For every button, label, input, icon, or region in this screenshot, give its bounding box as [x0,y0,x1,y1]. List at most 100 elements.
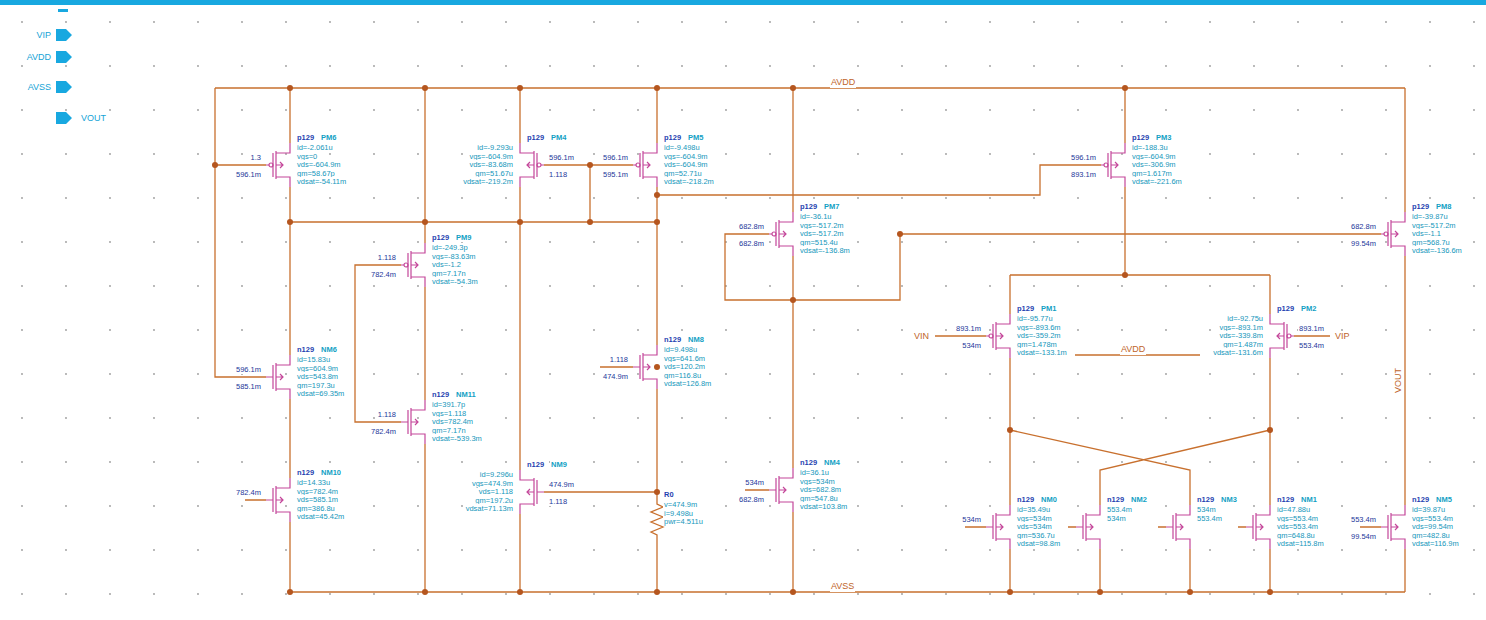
node-voltage: 596.1m [1070,153,1097,162]
nmos-symbol [401,400,425,444]
pmos-symbol [986,314,1010,358]
node-voltage: 1.118 [377,410,397,419]
node-voltage: 782.4m [370,427,397,436]
nmos-symbol [266,478,290,522]
node-voltage: 596.1m [548,153,575,162]
instance-name: NM3 [1220,495,1238,504]
net-label: AVDD [1120,344,1146,355]
net-label: AVDD [830,77,856,88]
pin-label: VOUT [80,113,107,124]
wire [215,88,1405,592]
model-name: p129 [663,133,682,142]
instance-name: NM8 [687,335,705,344]
node-voltage: 682.8m [738,495,765,504]
node-voltage: 534m [961,515,982,524]
nmos-symbol [266,355,290,399]
net-label: VIN [913,331,930,342]
instance-name: NM0 [1040,495,1058,504]
model-name: p129 [296,133,315,142]
model-name: p129 [1016,304,1035,313]
operating-point: vdsat=115.8m [1276,539,1325,548]
operating-point: vdsat=98.8m [1016,539,1061,548]
pmos-symbol [769,212,793,256]
operating-point: pwr=4.511u [663,517,704,526]
operating-point: vdsat=126.8m [663,379,712,388]
operating-point: 553.4m [1196,514,1223,523]
node-voltage: 1.118 [377,253,397,262]
nmos-symbol [520,470,544,514]
pmos-symbol [520,143,544,187]
nmos-symbol [633,345,657,389]
operating-point: vdsat=71.13m [465,504,514,513]
model-name: p129 [431,233,450,242]
model-name: n129 [1016,495,1035,504]
node-voltage: 596.1m [602,153,629,162]
model-name: n129 [1196,495,1215,504]
instance-name: NM10 [320,468,342,477]
instance-name: PM1 [1040,304,1057,313]
pmos-symbol [266,143,290,187]
node-voltage: 474.9m [548,480,575,489]
instance-name: NM5 [1435,495,1453,504]
instance-name: PM7 [823,202,840,211]
node-voltage: 595.1m [602,170,629,179]
instance-name: PM2 [1300,304,1317,313]
net-label: AVSS [830,581,855,592]
instance-name: NM2 [1130,495,1148,504]
net-label: VOUT [1393,367,1404,394]
node-voltage: 553.4m [1298,341,1325,350]
nmos-symbol [1381,505,1405,549]
operating-point: vdsat=-54.11m [296,177,347,186]
operating-point: vdsat=69.35m [296,389,345,398]
junction-dot [215,88,1270,592]
model-name: p129 [526,133,545,142]
operating-point: vdsat=-539.3m [431,434,483,443]
model-name: p129 [1131,133,1150,142]
model-name: n129 [296,468,315,477]
resistor-symbol [651,500,663,545]
operating-point: vdsat=-131.6m [1212,348,1264,357]
instance-name: NM9 [550,460,568,469]
instance-name: NM11 [455,390,477,399]
model-name: n129 [799,458,818,467]
operating-point: vdsat=-136.8m [799,246,851,255]
pmos-symbol [633,143,657,187]
pin-label: AVSS [27,82,52,93]
operating-point: vdsat=-136.6m [1411,246,1463,255]
operating-point: vdsat=-54.3m [431,277,479,286]
node-voltage: 782.4m [235,488,262,497]
nmos-symbol [1166,505,1190,549]
node-voltage: 682.8m [738,239,765,248]
node-voltage: 1.3 [250,153,262,162]
pmos-symbol [1270,314,1294,358]
model-name: n129 [1411,495,1430,504]
model-name: n129 [526,460,545,469]
nmos-symbol [986,505,1010,549]
node-voltage: 534m [744,478,765,487]
operating-point: vdsat=-133.1m [1016,348,1068,357]
node-voltage: 1.118 [609,355,629,364]
pin-label: AVDD [26,52,52,63]
instance-name: NM1 [1300,495,1318,504]
node-voltage: 893.1m [955,324,982,333]
instance-name: PM6 [320,133,337,142]
operating-point: vdsat=-218.2m [663,177,715,186]
node-voltage: 553.4m [1350,515,1377,524]
top-bar [0,0,1486,5]
node-voltage: 474.9m [602,372,629,381]
operating-point: vdsat=-219.2m [462,177,514,186]
operating-point: vdsat=45.42m [296,512,345,521]
model-name: R0 [663,490,675,499]
node-voltage: 893.1m [1298,324,1325,333]
instance-name: PM8 [1435,202,1452,211]
operating-point: vdsat=-221.6m [1131,177,1183,186]
node-voltage: 782.4m [370,270,397,279]
pin-label: VIP [35,30,52,41]
node-voltage: 596.1m [235,170,262,179]
pin-marker [58,9,68,12]
instance-name: PM4 [550,133,567,142]
node-voltage: 99.54m [1350,239,1377,248]
nmos-symbol [1246,505,1270,549]
